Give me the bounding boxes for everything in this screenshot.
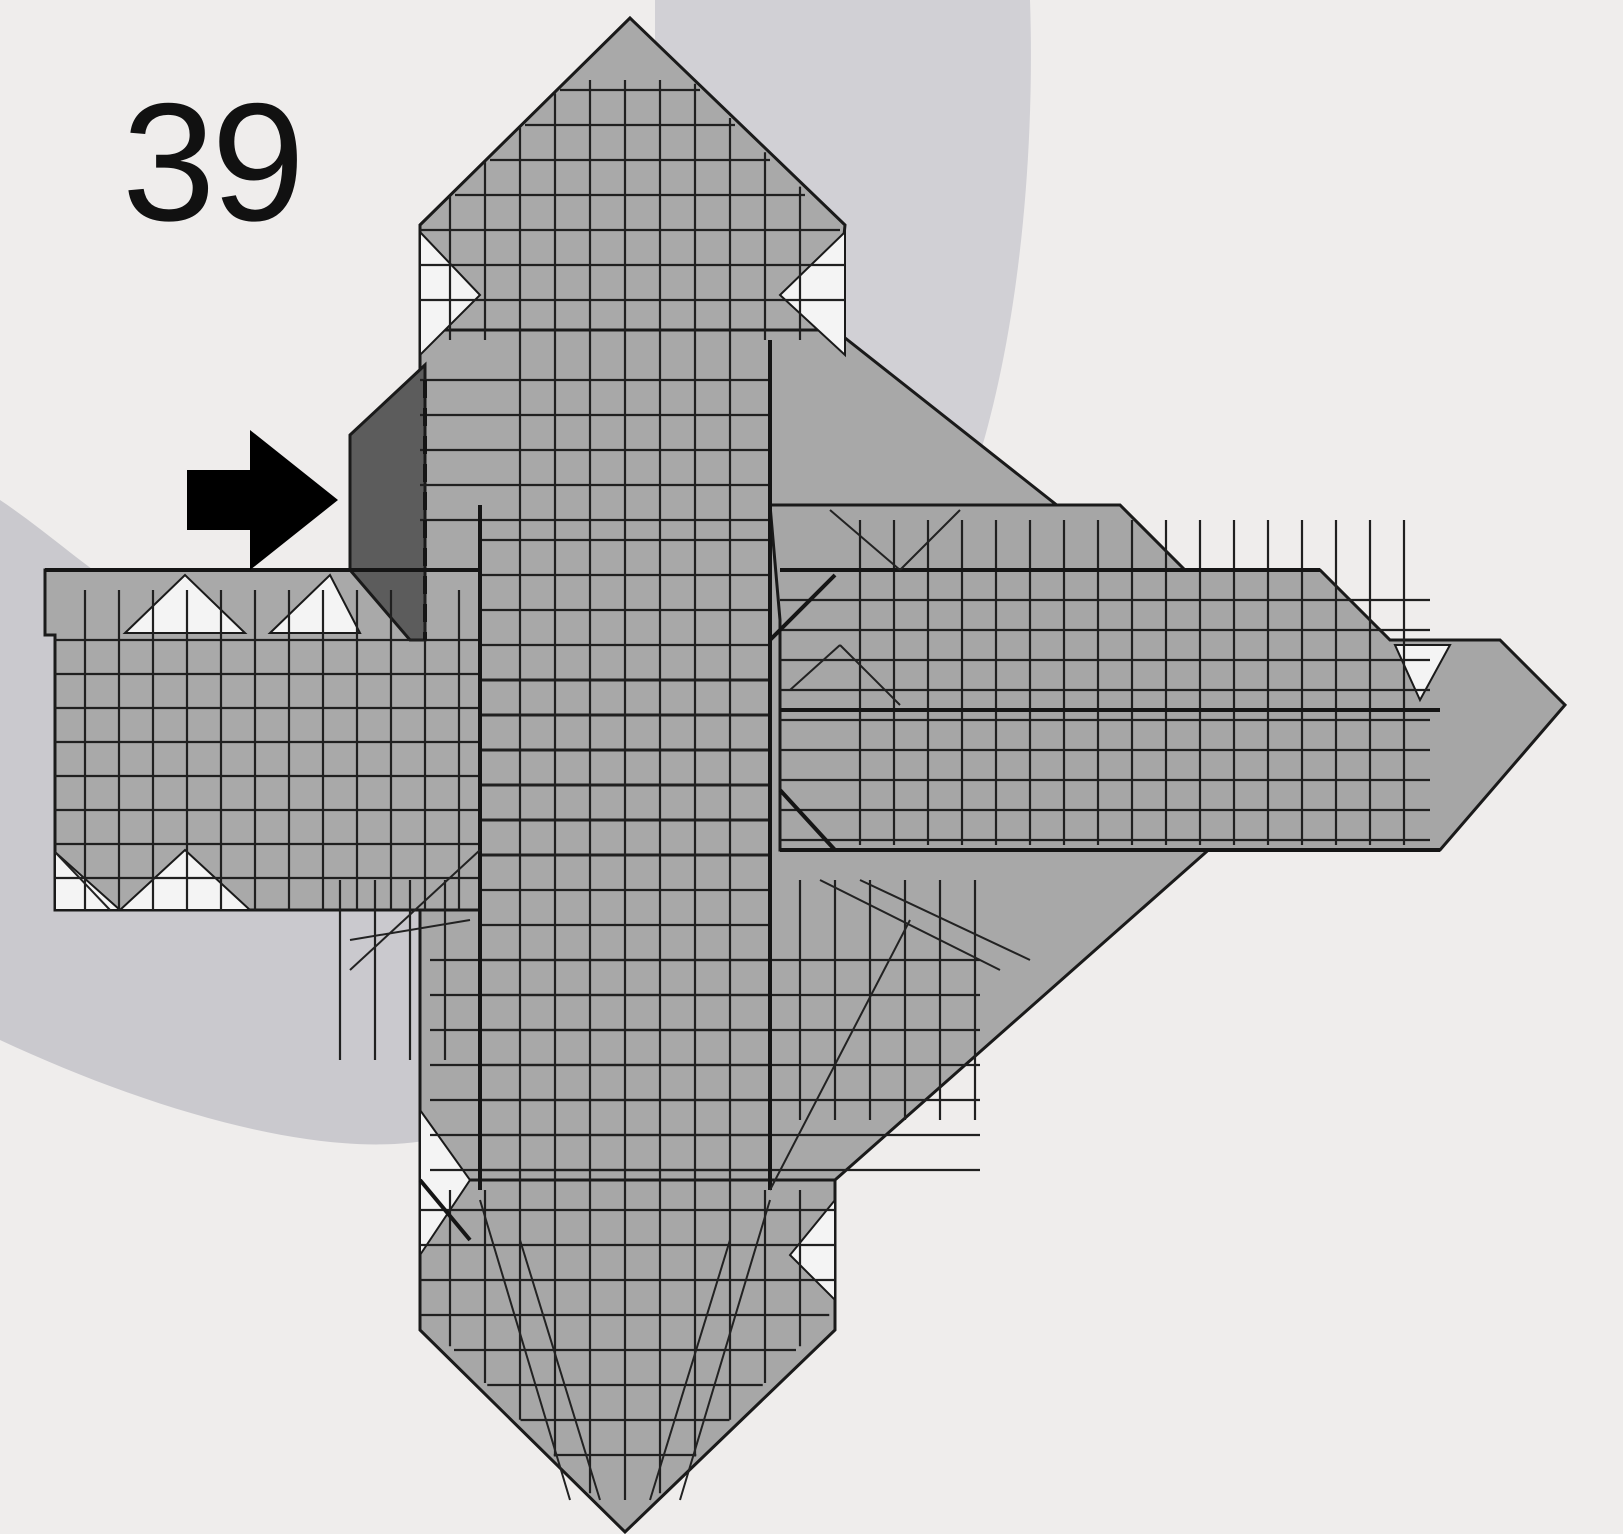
right-arm-upper [770,505,1565,850]
push-arrow-icon [187,430,338,570]
bottom-point [420,1180,835,1532]
step-number: 39 [122,78,301,246]
push-arrow-shape [187,430,338,570]
